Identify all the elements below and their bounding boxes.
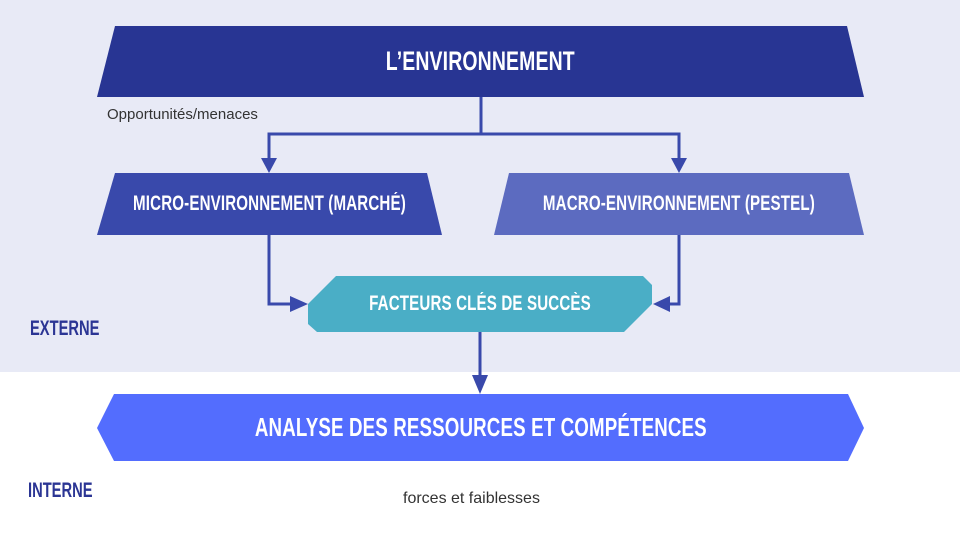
macro-label: MACRO-ENVIRONNEMENT (PESTEL) — [494, 173, 864, 235]
arrow-env-to-micro — [267, 97, 483, 160]
arrow-env-to-macro — [481, 132, 681, 160]
arrow-macro-to-fcs — [668, 235, 681, 306]
analyse-label: ANALYSE DES RESSOURCES ET COMPÉTENCES — [97, 394, 864, 461]
macro-text: MACRO-ENVIRONNEMENT (PESTEL) — [543, 192, 816, 215]
micro-shape — [97, 173, 442, 235]
macro-shape — [494, 173, 864, 235]
arrowhead-fcs-left — [290, 296, 308, 312]
analyse-text: ANALYSE DES RESSOURCES ET COMPÉTENCES — [254, 412, 707, 442]
fcs-label: FACTEURS CLÉS DE SUCCÈS — [308, 276, 652, 332]
externe-label: EXTERNE — [30, 317, 129, 341]
forces-note: forces et faiblesses — [403, 490, 540, 507]
interne-text: INTERNE — [28, 479, 93, 502]
opportunites-note: Opportunités/menaces — [107, 106, 258, 123]
arrowhead-analyse — [472, 375, 488, 394]
environnement-shape — [97, 26, 864, 97]
arrowhead-fcs-right — [653, 296, 670, 312]
arrowhead-macro — [671, 158, 687, 173]
micro-text: MICRO-ENVIRONNEMENT (MARCHÉ) — [133, 192, 406, 215]
arrow-micro-to-fcs — [267, 235, 292, 306]
connectors — [267, 97, 681, 378]
arrowhead-micro — [261, 158, 277, 173]
interne-label: INTERNE — [28, 479, 120, 503]
micro-label: MICRO-ENVIRONNEMENT (MARCHÉ) — [97, 173, 442, 235]
fcs-shape — [308, 276, 652, 332]
fcs-text: FACTEURS CLÉS DE SUCCÈS — [369, 292, 591, 315]
externe-text: EXTERNE — [30, 317, 100, 340]
analyse-shape — [97, 394, 864, 461]
environnement-text: L’ENVIRONNEMENT — [385, 46, 576, 76]
environnement-label: L’ENVIRONNEMENT — [97, 26, 864, 97]
